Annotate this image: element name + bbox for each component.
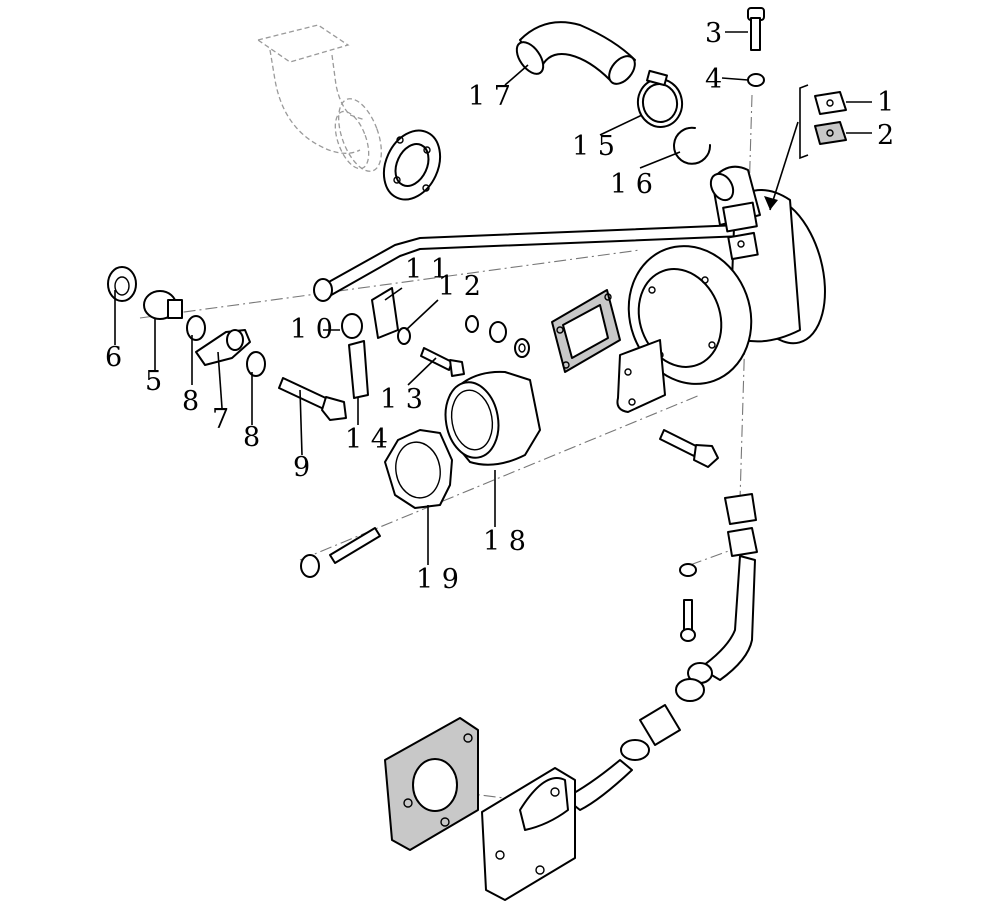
part-19-ring-nut — [384, 429, 453, 509]
callout-8-b: 8 — [243, 422, 260, 453]
part-18-slotted-cover — [444, 370, 541, 466]
callout-19: 1 9 — [416, 564, 459, 595]
bottom-flange — [481, 767, 576, 901]
part-1-lock-plate — [814, 91, 847, 115]
callout-4: 4 — [705, 64, 722, 95]
part-17-hose — [515, 21, 636, 85]
oil-return-pipe — [564, 493, 758, 811]
part-14-bracket — [348, 340, 369, 399]
callout-8-a: 8 — [182, 386, 199, 417]
part-4-washer — [747, 73, 765, 87]
part-2-gasket — [814, 121, 847, 145]
part-6-washer — [107, 266, 137, 302]
flange-gasket — [382, 129, 442, 201]
callout-2: 2 — [877, 120, 894, 151]
turbocharger — [616, 165, 826, 413]
part-13-bolt — [420, 347, 465, 377]
bracket-1-2 — [764, 84, 809, 211]
part-8-washer-a — [186, 315, 206, 341]
callout-10: 1 0 — [290, 314, 333, 345]
part-11-clip — [371, 287, 399, 339]
callout-5: 5 — [145, 366, 162, 397]
callout-13: 1 3 — [380, 384, 423, 415]
part-5-banjo-bolt — [143, 290, 183, 320]
part-16-ring — [673, 126, 712, 165]
part-12-washer — [397, 327, 411, 345]
part-8-washer-b — [246, 351, 266, 377]
callout-7: 7 — [212, 404, 229, 435]
ghost-exhaust-elbow — [256, 24, 382, 172]
bottom-gasket — [384, 717, 479, 851]
callout-15: 1 5 — [572, 131, 615, 162]
callout-labels: 1 2 3 4 5 6 7 8 8 9 1 0 1 1 1 2 1 3 1 4 … — [105, 18, 894, 595]
callout-6: 6 — [105, 342, 122, 373]
callout-17: 1 7 — [468, 81, 511, 112]
long-stud — [300, 527, 381, 578]
callout-16: 1 6 — [610, 169, 653, 200]
part-15-hose-clamp — [636, 69, 684, 128]
callout-9: 9 — [293, 452, 310, 483]
callout-11: 1 1 — [405, 254, 448, 285]
callout-12: 1 2 — [438, 271, 481, 302]
callout-3: 3 — [705, 18, 722, 49]
part-7-banjo — [195, 329, 251, 366]
part-3-bolt — [747, 7, 765, 51]
part-10-sleeve — [341, 313, 363, 339]
turbo-gasket — [551, 289, 621, 373]
callout-1: 1 — [877, 87, 894, 118]
part-9-bolt — [278, 377, 347, 421]
leader-lines — [114, 31, 872, 565]
callout-14: 1 4 — [345, 424, 388, 455]
turbo-bolt — [659, 429, 719, 468]
callout-18: 1 8 — [483, 526, 526, 557]
stud-and-washers — [465, 315, 530, 358]
